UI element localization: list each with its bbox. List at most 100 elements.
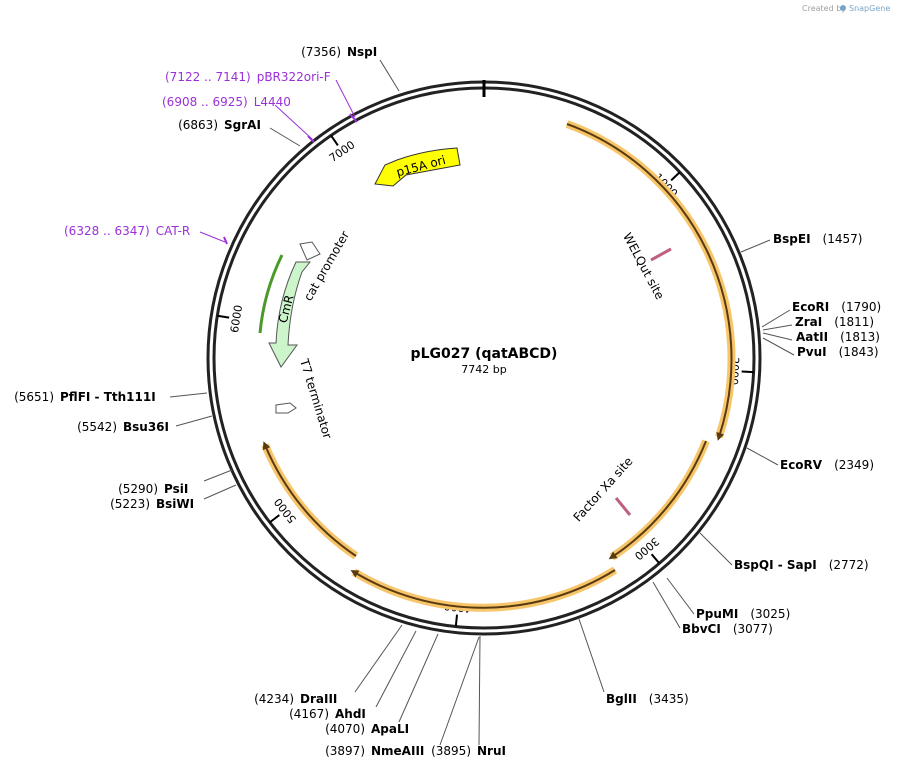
site-name[interactable]: BglII	[606, 692, 637, 706]
restriction-site-labels: NspI (7356) SgrAI (6863) BspEI (1457) EcoRI (17…	[14, 45, 881, 758]
site-position: (4167)	[289, 707, 329, 721]
tick-label: 7000	[327, 138, 357, 165]
site-leader-line	[203, 469, 233, 482]
feature-t7-terminator[interactable]: T7 terminator	[275, 356, 335, 440]
feature-welqut-site[interactable]: WELQut site	[620, 230, 672, 302]
cat-promoter-arrow-icon	[299, 241, 321, 261]
site-position: (1457)	[823, 232, 863, 246]
site-leader-line	[269, 127, 301, 147]
site-leader-line	[699, 532, 733, 566]
site-name[interactable]: BsiWI	[156, 497, 194, 511]
site-name[interactable]: BbvCI	[682, 622, 721, 636]
cmr-outline-arc	[258, 254, 284, 334]
site-name[interactable]: SgrAI	[224, 118, 261, 132]
tick-mark	[650, 553, 661, 564]
orf-arc-3	[350, 569, 616, 609]
site-leader-line	[762, 324, 793, 331]
site-leader-line	[746, 447, 779, 466]
orf-arc-4	[262, 441, 357, 557]
snapgene-logo-icon	[840, 5, 846, 11]
cmr-arrow-icon	[268, 261, 312, 368]
site-position: (5223)	[110, 497, 150, 511]
primer-leader-line	[335, 79, 356, 118]
site-position: (4234)	[254, 692, 294, 706]
site-leader-line	[175, 415, 213, 427]
site-position: (4070)	[325, 722, 365, 736]
site-position: (6863)	[178, 118, 218, 132]
site-leader-line	[652, 581, 681, 629]
primer-mark	[307, 135, 315, 143]
site-position: (5651)	[14, 390, 54, 404]
feature-cat-promoter[interactable]: cat promoter	[299, 229, 352, 304]
site-position: (1813)	[840, 330, 880, 344]
feature-factor-xa-site[interactable]: Factor Xa site	[571, 454, 636, 524]
primer-position: (7122 .. 7141)	[165, 70, 251, 84]
site-name[interactable]: ApaLI	[371, 722, 409, 736]
site-position: (3435)	[649, 692, 689, 706]
site-leader-line	[439, 636, 480, 746]
site-name[interactable]: DraIII	[300, 692, 337, 706]
plasmid-length: 7742 bp	[461, 363, 506, 376]
site-leader-line	[762, 332, 793, 341]
factor-xa-site-mark	[614, 497, 632, 516]
site-position: (3897)	[325, 744, 365, 758]
primer-leader-line	[199, 231, 226, 243]
primer-name[interactable]: CAT-R	[156, 224, 191, 238]
orf-arc-2	[608, 440, 707, 560]
feature-p15a-ori[interactable]: p15A ori	[374, 147, 461, 187]
site-name[interactable]: PpuMI	[696, 607, 738, 621]
site-position: (7356)	[301, 45, 341, 59]
welqut-site-label: WELQut site	[620, 230, 667, 301]
site-leader-line	[398, 633, 439, 723]
site-name[interactable]: EcoRI	[792, 300, 829, 314]
factor-xa-site-label: Factor Xa site	[571, 454, 636, 524]
primer-mark	[223, 236, 228, 245]
site-name[interactable]: NruI	[477, 744, 506, 758]
site-name[interactable]: NmeAIII	[371, 744, 424, 758]
site-leader-line	[375, 630, 417, 708]
site-leader-line	[762, 337, 795, 356]
tick-label: 6000	[228, 304, 245, 334]
primer-name[interactable]: pBR322ori-F	[257, 70, 331, 84]
plasmid-name: pLG027 (qatABCD)	[411, 346, 558, 362]
tick-mark	[670, 171, 681, 182]
site-position: (1790)	[841, 300, 881, 314]
credit-brand: SnapGene	[849, 4, 890, 13]
site-leader-line	[578, 618, 605, 693]
site-name[interactable]: PflFI - Tth111I	[60, 390, 156, 404]
site-leader-line	[478, 635, 481, 746]
site-position: (2772)	[829, 558, 869, 572]
tick-mark	[330, 134, 339, 146]
primer-position: (6908 .. 6925)	[162, 95, 248, 109]
site-position: (3077)	[733, 622, 773, 636]
site-name[interactable]: EcoRV	[780, 458, 823, 472]
site-position: (5290)	[118, 482, 158, 496]
site-name[interactable]: AhdI	[335, 707, 366, 721]
site-name[interactable]: ZraI	[795, 315, 822, 329]
p15a-ori-arrow-icon	[374, 147, 461, 187]
site-leader-line	[169, 392, 208, 398]
t7-terminator-icon	[275, 402, 297, 414]
tick-mark	[269, 514, 280, 524]
site-leader-line	[761, 309, 791, 328]
primer-name[interactable]: L4440	[254, 95, 291, 109]
site-leader-line	[354, 624, 403, 693]
tick-mark	[454, 614, 459, 627]
site-name[interactable]: PsiI	[164, 482, 188, 496]
orf-arc-1	[566, 123, 733, 441]
site-position: (2349)	[834, 458, 874, 472]
site-name[interactable]: Bsu36I	[123, 420, 169, 434]
site-name[interactable]: BspQI - SapI	[734, 558, 817, 572]
primer-labels: (7122 .. 7141) pBR322ori-F (6908 .. 6925) L…	[64, 70, 358, 245]
feature-cmr[interactable]: CmR	[258, 254, 312, 368]
site-name[interactable]: BspEI	[773, 232, 811, 246]
site-name[interactable]: NspI	[347, 45, 377, 59]
site-name[interactable]: AatII	[796, 330, 828, 344]
orf-arc-3-glow	[351, 566, 618, 612]
welqut-site-mark	[650, 247, 672, 262]
site-name[interactable]: PvuI	[797, 345, 827, 359]
cat-promoter-label: cat promoter	[301, 229, 352, 304]
site-position: (1811)	[834, 315, 874, 329]
primer-leader-line	[274, 104, 313, 140]
